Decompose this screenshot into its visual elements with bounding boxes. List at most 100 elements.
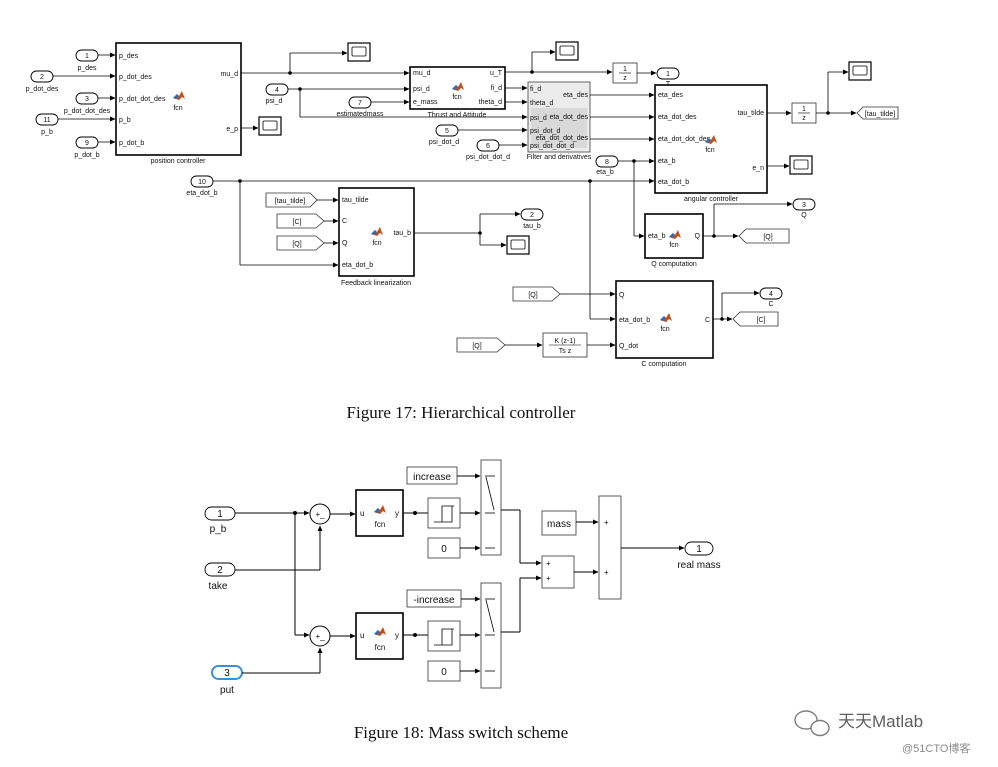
inport-eta-b[interactable]: 8 eta_b (595, 155, 619, 176)
q-computation-block[interactable]: eta_b Q fcn (644, 213, 704, 259)
goto-c[interactable]: [C] (732, 311, 779, 327)
svg-text:p_b: p_b (41, 129, 53, 136)
svg-text:+_: +_ (315, 510, 325, 519)
svg-text:0: 0 (441, 544, 447, 555)
svg-text:fi_d: fi_d (491, 85, 502, 92)
feedback-linearization-block[interactable]: tau_tilde C Q eta_dot_b tau_b fcn (338, 187, 415, 277)
sum-4[interactable]: + + (598, 495, 622, 600)
svg-text:9: 9 (85, 140, 89, 147)
goto-q[interactable]: [Q] (738, 228, 790, 244)
sum-2[interactable]: +_ (309, 625, 331, 647)
svg-text:eta_dot_b: eta_dot_b (658, 179, 689, 186)
inport-p-b[interactable]: 11 p_b (35, 113, 59, 136)
svg-text:[tau_tilde]: [tau_tilde] (275, 198, 305, 205)
from-c[interactable]: [C] (276, 213, 325, 229)
svg-text:fcn: fcn (372, 240, 381, 247)
svg-text:tau_tilde: tau_tilde (738, 110, 765, 117)
inport-p-dot-dot-des[interactable]: 3 p_dot_dot_des (64, 92, 111, 115)
svg-text:1: 1 (217, 509, 223, 520)
svg-text:3: 3 (224, 668, 230, 679)
thrust-attitude-block[interactable]: mu_d psi_d e_mass u_T fi_d theta_d fcn (409, 66, 506, 110)
inport-estimatedmass[interactable]: 7 estimatedmass (336, 96, 384, 118)
position-controller-block[interactable]: p_des p_dot_des p_dot_dot_des p_b p_dot_… (115, 42, 242, 156)
svg-text:[tau_tilde]: [tau_tilde] (865, 111, 895, 118)
svg-text:[Q]: [Q] (763, 234, 772, 241)
unit-delay-tau[interactable]: 1 z (791, 102, 817, 124)
relay-2[interactable] (427, 620, 461, 652)
scope-tau[interactable] (848, 61, 872, 81)
from-q-deriv[interactable]: [Q] (456, 337, 506, 353)
sum-3[interactable]: + + (541, 555, 575, 589)
const-zero-2[interactable]: 0 (427, 660, 461, 682)
outport-c[interactable]: 4 C (759, 287, 783, 308)
filter-derivatives-block[interactable]: fi_d theta_d psi_d eta_des eta_dot_des e… (527, 81, 591, 153)
inport-take[interactable]: 2 take (204, 562, 236, 592)
scope-tau-b[interactable] (506, 235, 530, 255)
svg-text:p_b: p_b (119, 117, 131, 124)
svg-text:[Q]: [Q] (472, 343, 481, 350)
svg-text:y: y (395, 509, 399, 518)
c-computation-block[interactable]: Q eta_dot_b Q_dot C fcn (615, 280, 714, 359)
const-zero-1[interactable]: 0 (427, 537, 461, 559)
svg-text:mass: mass (547, 519, 571, 530)
svg-text:Q: Q (695, 233, 701, 240)
inport-p-dot-b[interactable]: 9 p_dot_b (74, 136, 100, 159)
const-increase[interactable]: increase (406, 466, 458, 485)
inport-p-dot-des[interactable]: 2 p_dot_des (26, 70, 59, 93)
scope-ut[interactable] (555, 41, 579, 61)
inport-psi-dot-dot-d[interactable]: 6 psi_dot_dot_d (466, 139, 510, 161)
wechat-icon (794, 710, 830, 737)
figure-18-caption: Figure 18: Mass switch scheme (354, 723, 568, 742)
unit-delay-ut[interactable]: 1 z (612, 62, 638, 84)
svg-text:fcn: fcn (452, 94, 461, 101)
svg-text:u_T: u_T (490, 70, 503, 77)
sum-1[interactable]: +_ (309, 503, 331, 525)
switch-2[interactable] (480, 582, 502, 689)
inport-p-des[interactable]: 1 p_des (75, 49, 99, 72)
fcn-block-2[interactable]: u y fcn (355, 612, 404, 660)
outport-q[interactable]: 3 Q (792, 198, 816, 219)
fcn-block-1[interactable]: u y fcn (355, 489, 404, 537)
outport-real-mass[interactable]: 1 real mass (677, 541, 721, 571)
svg-text:eta_des: eta_des (658, 92, 683, 99)
inport-eta-dot-b[interactable]: 10 eta_dot_b (186, 175, 218, 197)
svg-text:7: 7 (358, 100, 362, 107)
switch-1[interactable] (480, 459, 502, 556)
from-q-c[interactable]: [Q] (512, 286, 561, 302)
svg-text:p_dot_dot_des: p_dot_dot_des (64, 108, 111, 115)
svg-text:Q_dot: Q_dot (619, 343, 638, 350)
relay-1[interactable] (427, 497, 461, 529)
scope-en[interactable] (789, 155, 813, 175)
svg-text:5: 5 (445, 128, 449, 135)
svg-text:e_mass: e_mass (413, 99, 438, 106)
svg-text:-increase: -increase (413, 595, 455, 606)
svg-text:1: 1 (696, 544, 702, 555)
inport-p-b-18[interactable]: 1 p_b (204, 506, 236, 535)
figure-18: 1 p_b 2 take 3 put +_ u (204, 459, 721, 742)
scope-ep[interactable] (258, 116, 282, 136)
const-neg-increase[interactable]: -increase (406, 589, 462, 608)
svg-text:+_: +_ (315, 632, 325, 641)
const-mass[interactable]: mass (541, 510, 577, 536)
scope-mu[interactable] (347, 42, 371, 62)
outport-tau-b[interactable]: 2 tau_b (520, 208, 544, 230)
angular-controller-block[interactable]: eta_des eta_dot_des eta_dot_dot_des eta_… (654, 84, 768, 194)
svg-text:[C]: [C] (757, 317, 766, 324)
filter-label: Filter and derivatives (527, 154, 592, 161)
svg-text:2: 2 (217, 565, 223, 576)
goto-tau-tilde[interactable]: [tau_tilde] (856, 106, 899, 120)
discrete-derivative-block[interactable]: K (z-1) Ts z (542, 332, 588, 358)
svg-text:6: 6 (486, 143, 490, 150)
thrust-attitude-label: Thrust and Attitude (428, 112, 487, 119)
inport-put[interactable]: 3 put (211, 665, 243, 696)
svg-text:p_dot_des: p_dot_des (119, 74, 152, 81)
svg-text:u: u (360, 631, 364, 640)
from-q[interactable]: [Q] (276, 235, 325, 251)
from-tau-tilde[interactable]: [tau_tilde] (265, 192, 318, 208)
inport-psi-d[interactable]: 4 psi_d (265, 83, 289, 105)
inport-psi-dot-d[interactable]: 5 psi_dot_d (429, 124, 459, 146)
svg-text:eta_dot_des: eta_dot_des (549, 114, 588, 121)
svg-text:u: u (360, 509, 364, 518)
svg-text:tau_tilde: tau_tilde (342, 197, 369, 204)
svg-text:eta_dot_dot_des: eta_dot_dot_des (536, 135, 589, 142)
